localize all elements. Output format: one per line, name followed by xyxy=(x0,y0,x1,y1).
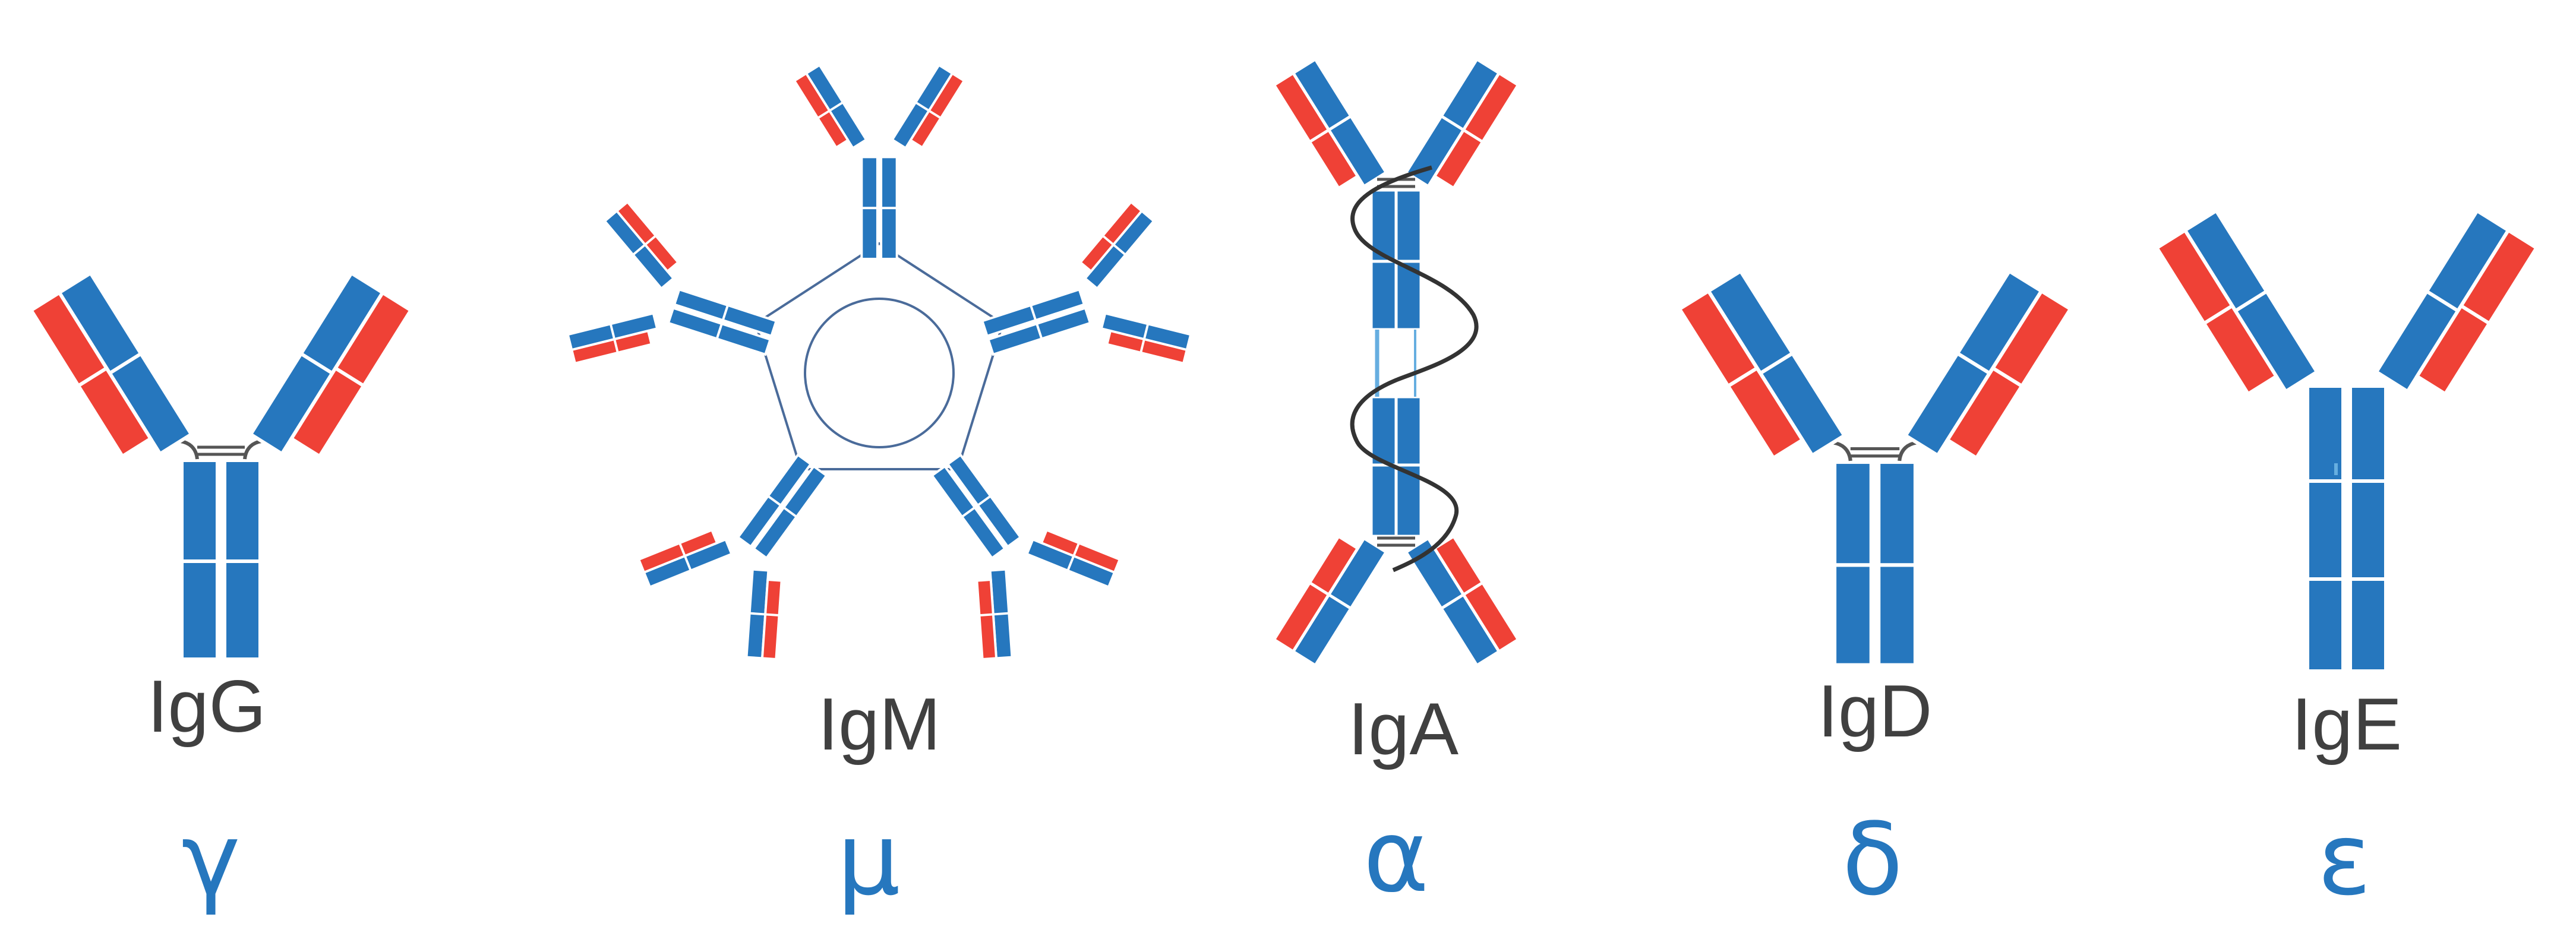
iga-dimer-diagram xyxy=(1272,57,1520,668)
heavy-chain-greek-gamma: γ xyxy=(181,801,240,918)
igg-antibody-diagram xyxy=(31,273,411,659)
antibody-label-igg: IgG xyxy=(147,666,266,748)
heavy-chain-greek-mu: μ xyxy=(837,801,901,918)
heavy-chain-greek-epsilon: ε xyxy=(2318,801,2372,918)
igd-antibody-diagram xyxy=(1680,271,2070,665)
heavy-chain-greek-alpha: α xyxy=(1363,798,1429,915)
heavy-chain-greek-delta: δ xyxy=(1842,801,1903,918)
antibody-label-igm: IgM xyxy=(818,684,941,766)
ige-antibody-diagram xyxy=(2154,208,2539,673)
antibody-label-igd: IgD xyxy=(1818,671,1933,752)
antibody-label-ige: IgE xyxy=(2291,684,2402,766)
antibody-label-iga: IgA xyxy=(1348,688,1459,770)
igm-pentamer-diagram xyxy=(558,64,1200,673)
